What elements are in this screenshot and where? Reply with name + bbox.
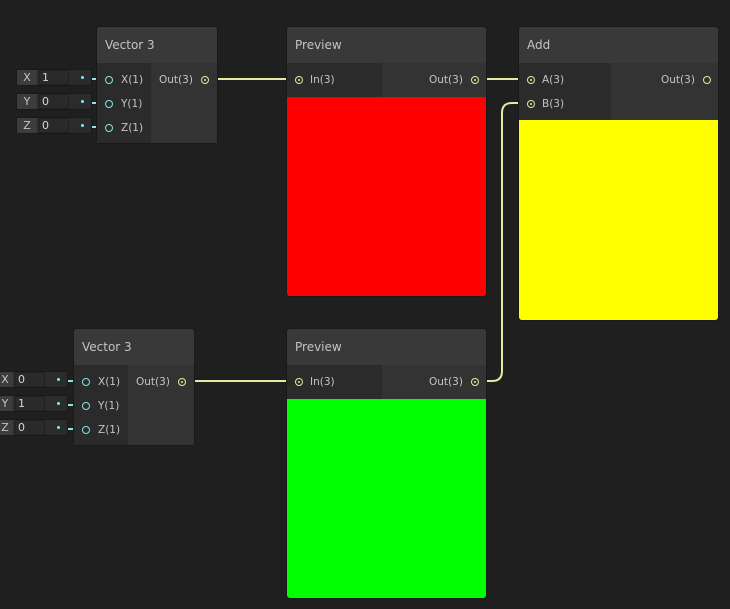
input-port-z[interactable]	[105, 124, 113, 132]
input-label-x: X(1)	[121, 74, 144, 86]
output-ports	[611, 63, 718, 120]
inline-field-z[interactable]: Z 0	[16, 117, 92, 134]
input-port-z[interactable]	[82, 426, 90, 434]
input-port-in[interactable]	[295, 76, 303, 84]
output-ports	[382, 63, 486, 97]
preview-swatch-yellow	[519, 120, 718, 320]
connector-dot	[81, 100, 84, 103]
preview-swatch-green	[287, 399, 486, 598]
axis-label: Z	[17, 118, 37, 133]
input-port-y[interactable]	[105, 100, 113, 108]
axis-label: Y	[17, 94, 37, 109]
input-port-b[interactable]	[527, 100, 535, 108]
connector-dot	[81, 76, 84, 79]
axis-label: X	[0, 372, 13, 387]
input-label-z: Z(1)	[121, 122, 144, 134]
input-port-in[interactable]	[295, 378, 303, 386]
node-title[interactable]: Preview	[287, 27, 486, 63]
axis-label: X	[17, 70, 37, 85]
vector3-node-top[interactable]: Vector 3 X(1) Y(1) Z(1) Out(3)	[96, 26, 218, 144]
value-input[interactable]: 1	[15, 396, 45, 411]
wire-preview-bottom-to-add-b	[477, 102, 528, 382]
input-ports	[519, 63, 611, 120]
output-label: Out(3)	[159, 74, 193, 86]
connector-dot	[81, 124, 84, 127]
output-label: Out(3)	[661, 74, 695, 86]
input-port-a[interactable]	[527, 76, 535, 84]
input-label: In(3)	[310, 376, 335, 388]
node-title[interactable]: Vector 3	[74, 329, 194, 365]
input-label-y: Y(1)	[121, 98, 143, 110]
connector-dot	[57, 402, 60, 405]
output-port[interactable]	[471, 378, 479, 386]
output-port[interactable]	[703, 76, 711, 84]
output-port[interactable]	[178, 378, 186, 386]
connector-dot	[57, 378, 60, 381]
input-label-y: Y(1)	[98, 400, 120, 412]
add-node[interactable]: Add A(3) B(3) Out(3)	[518, 26, 719, 321]
output-port[interactable]	[471, 76, 479, 84]
vector3-node-bottom[interactable]: Vector 3 X(1) Y(1) Z(1) Out(3)	[73, 328, 195, 446]
output-ports	[382, 365, 486, 399]
input-label: In(3)	[310, 74, 335, 86]
preview-node-top[interactable]: Preview In(3) Out(3)	[286, 26, 487, 297]
connector-dot	[57, 426, 60, 429]
preview-node-bottom[interactable]: Preview In(3) Out(3)	[286, 328, 487, 599]
input-port-x[interactable]	[82, 378, 90, 386]
value-input[interactable]: 0	[39, 118, 69, 133]
inline-field-x[interactable]: X 0	[0, 371, 68, 388]
input-port-y[interactable]	[82, 402, 90, 410]
node-title[interactable]: Preview	[287, 329, 486, 365]
input-label-b: B(3)	[542, 98, 565, 110]
output-label: Out(3)	[429, 376, 463, 388]
output-label: Out(3)	[136, 376, 170, 388]
inline-field-x[interactable]: X 1	[16, 69, 92, 86]
value-input[interactable]: 0	[39, 94, 69, 109]
value-input[interactable]: 0	[15, 372, 45, 387]
node-title[interactable]: Vector 3	[97, 27, 217, 63]
output-port[interactable]	[201, 76, 209, 84]
axis-label: Z	[0, 420, 13, 435]
inline-field-y[interactable]: Y 1	[0, 395, 68, 412]
input-port-x[interactable]	[105, 76, 113, 84]
value-input[interactable]: 0	[15, 420, 45, 435]
node-title[interactable]: Add	[519, 27, 718, 63]
output-label: Out(3)	[429, 74, 463, 86]
inline-field-z[interactable]: Z 0	[0, 419, 68, 436]
value-input[interactable]: 1	[39, 70, 69, 85]
input-label-x: X(1)	[98, 376, 121, 388]
axis-label: Y	[0, 396, 13, 411]
preview-swatch-red	[287, 97, 486, 296]
inline-field-y[interactable]: Y 0	[16, 93, 92, 110]
input-label-a: A(3)	[542, 74, 565, 86]
input-label-z: Z(1)	[98, 424, 121, 436]
